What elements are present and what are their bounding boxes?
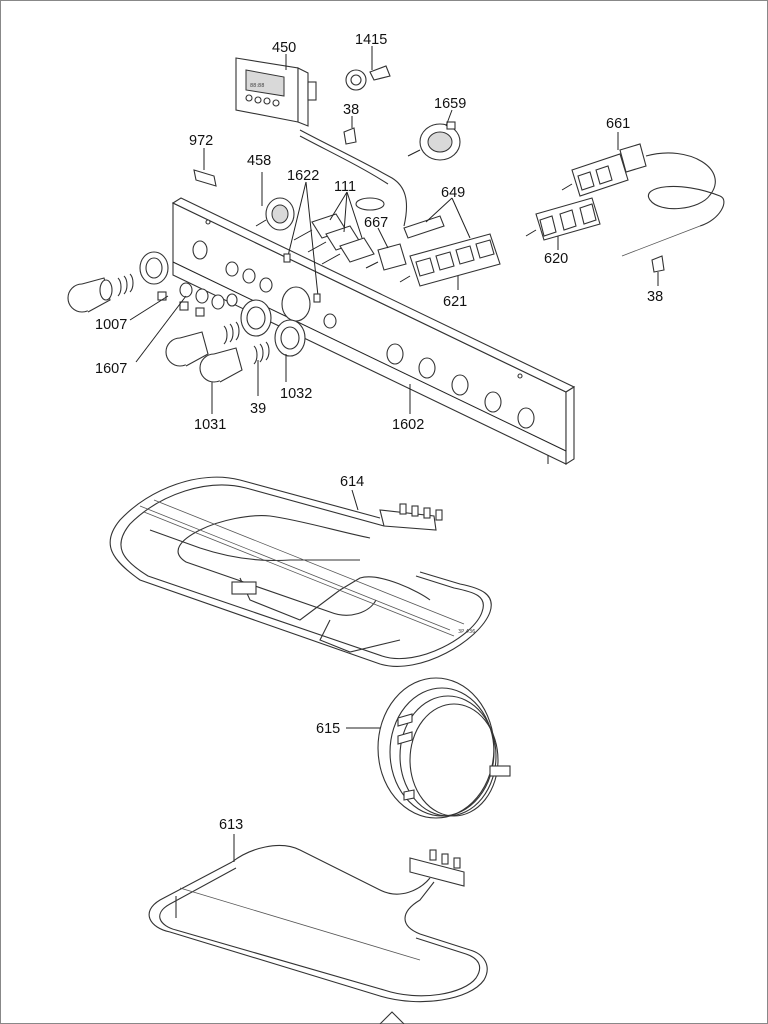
- display-digits: 88:88: [250, 83, 264, 89]
- circular-element-615: [346, 677, 511, 819]
- label-1622: 1622: [287, 168, 319, 184]
- switches-111: [293, 191, 375, 265]
- pins-1622: [283, 181, 321, 303]
- label-621: 621: [443, 294, 467, 310]
- element-stamp: 3P 436: [458, 629, 475, 635]
- label-649: 649: [441, 185, 465, 201]
- bottom-element-613: [148, 834, 488, 1024]
- label-38-top: 38: [343, 102, 359, 118]
- label-1031: 1031: [194, 417, 226, 433]
- label-38-right: 38: [647, 289, 663, 305]
- label-615: 615: [316, 721, 340, 737]
- switch-1659: [407, 121, 461, 161]
- label-1659: 1659: [434, 96, 466, 112]
- bezel-1032: [240, 299, 306, 357]
- label-972: 972: [189, 133, 213, 149]
- part-labels: 450 1415 38 1659 661 972 458 1622 111 64…: [95, 32, 663, 833]
- label-39: 39: [250, 401, 266, 417]
- selector-620: [525, 197, 601, 250]
- label-111: 111: [334, 179, 356, 195]
- label-1607: 1607: [95, 361, 127, 377]
- bushings-1607: [179, 282, 238, 317]
- part-972: [193, 148, 217, 187]
- label-620: 620: [544, 251, 568, 267]
- timer-display-450: 88:88: [235, 57, 317, 127]
- label-450: 450: [272, 40, 296, 56]
- clip-38-right: [651, 255, 665, 286]
- label-661: 661: [606, 116, 630, 132]
- lamp-holder-1415: [345, 65, 391, 91]
- clip-38-top: [343, 127, 357, 145]
- label-1032: 1032: [280, 386, 312, 402]
- label-458: 458: [247, 153, 271, 169]
- leader-lines: [129, 46, 459, 414]
- grill-element-614: 3P 436: [109, 476, 492, 667]
- label-667: 667: [364, 215, 388, 231]
- label-1415: 1415: [355, 32, 387, 48]
- label-614: 614: [340, 474, 364, 490]
- knob-1031: [165, 331, 243, 383]
- selector-661: [561, 132, 725, 257]
- label-1602: 1602: [392, 417, 424, 433]
- knob-1007: [67, 251, 169, 313]
- label-1007: 1007: [95, 317, 127, 333]
- selector-667: [365, 227, 407, 271]
- label-613: 613: [219, 817, 243, 833]
- control-panel-1602: [171, 197, 576, 465]
- spring-39: [223, 321, 270, 365]
- thermostat-458: [255, 172, 295, 231]
- switches-649: [399, 197, 501, 287]
